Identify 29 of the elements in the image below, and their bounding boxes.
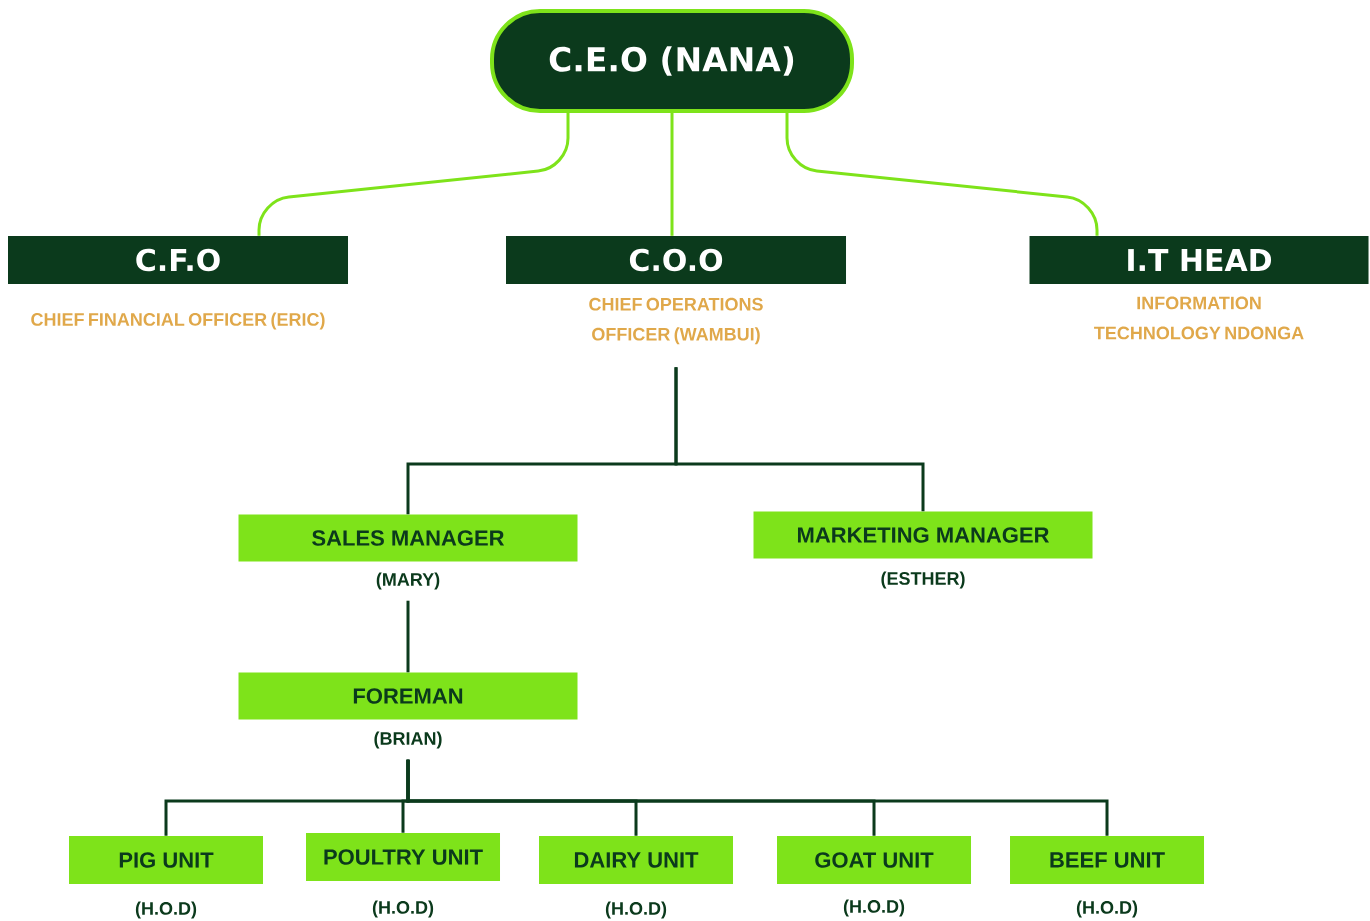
role-box: MARKETING MANAGER — [753, 511, 1093, 559]
role-subtitle: INFORMATION TECHNOLOGY NDONGA — [1094, 296, 1304, 340]
role-subtitle: (BRIAN) — [374, 731, 442, 749]
connector-line — [670, 113, 674, 236]
connector-line — [406, 759, 1109, 836]
unit-box: BEEF UNIT — [1010, 836, 1204, 884]
unit-box: GOAT UNIT — [777, 836, 971, 884]
role-subtitle: (MARY) — [376, 572, 440, 590]
role-box: C.E.O (NANA) — [490, 9, 854, 113]
unit-box: POULTRY UNIT — [306, 833, 500, 881]
role-subtitle: (H.O.D) — [135, 901, 197, 919]
connector-line — [785, 113, 1099, 236]
role-subtitle: (ESTHER) — [881, 571, 965, 589]
role-box: C.O.O — [506, 236, 846, 284]
role-box: SALES MANAGER — [238, 514, 578, 562]
connector-line — [674, 367, 925, 512]
role-subtitle: (H.O.D) — [1076, 900, 1138, 918]
unit-box: DAIRY UNIT — [539, 836, 733, 884]
role-box: C.F.O — [8, 236, 348, 284]
role-subtitle: (H.O.D) — [843, 899, 905, 917]
unit-box: PIG UNIT — [69, 836, 263, 884]
role-subtitle: (H.O.D) — [605, 901, 667, 919]
role-subtitle: (H.O.D) — [372, 900, 434, 918]
role-box: I.T HEAD — [1029, 236, 1369, 284]
connector-line — [406, 600, 410, 673]
role-subtitle: CHIEF FINANCIAL OFFICER (ERIC) — [31, 312, 325, 330]
role-box: FOREMAN — [238, 672, 578, 720]
connector-line — [257, 113, 570, 236]
role-subtitle: CHIEF OPERATIONS OFFICER (WAMBUI) — [589, 297, 763, 345]
